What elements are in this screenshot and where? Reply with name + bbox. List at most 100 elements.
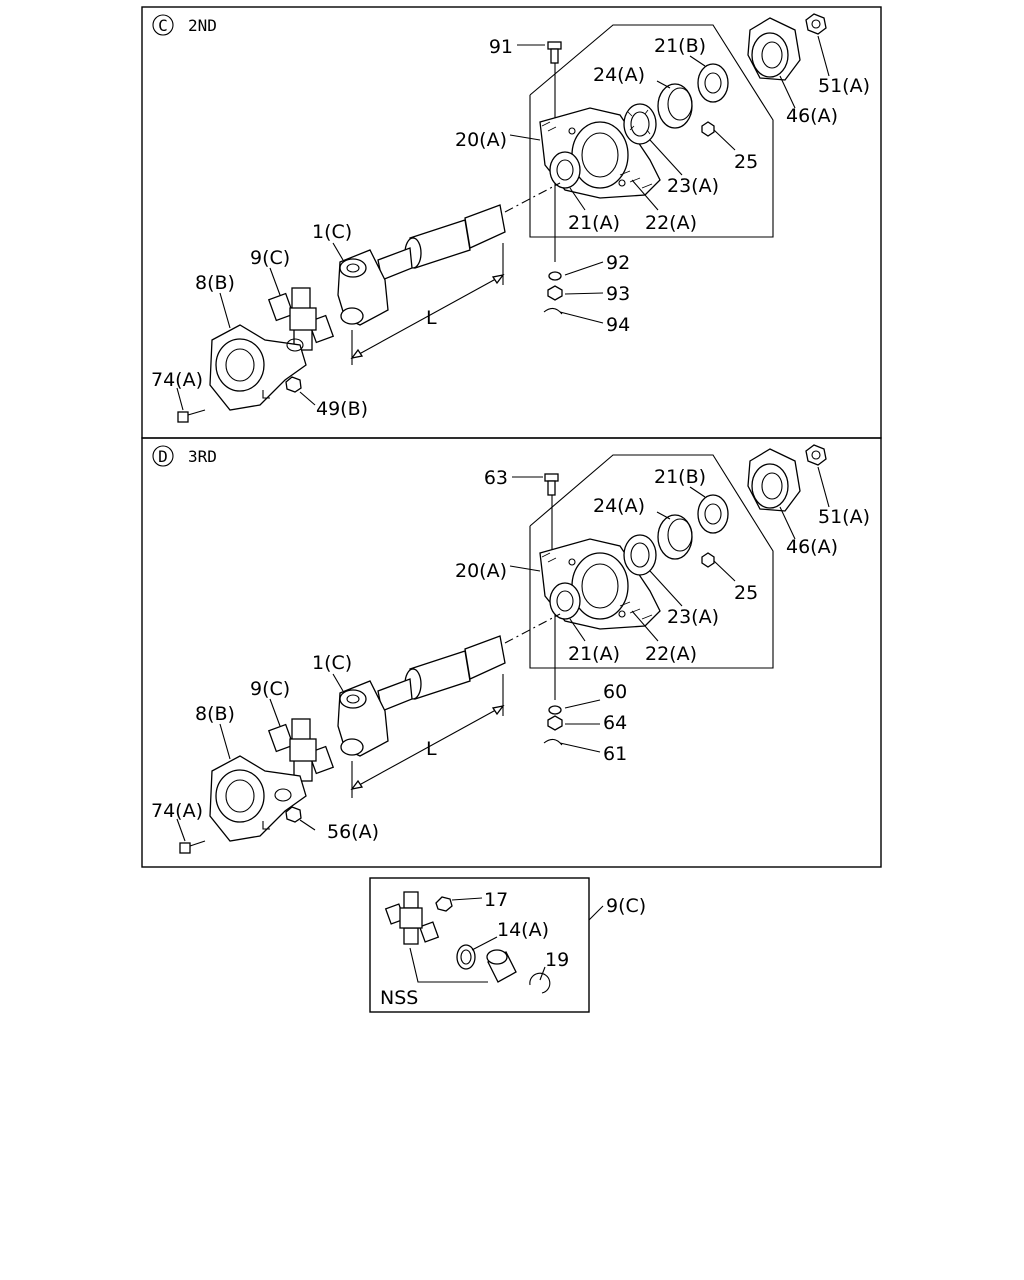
callout-51a: 51(A) xyxy=(818,75,870,97)
universal-joint-cross xyxy=(267,287,335,351)
flange-46a xyxy=(747,17,801,81)
l-bracket-mark xyxy=(262,390,270,399)
length-dimension xyxy=(350,243,505,365)
inset-universal-joint: 17 14(A) 19 NSS 9(C) xyxy=(369,877,646,1013)
nut-49b xyxy=(285,376,302,393)
callout-74a-3rd: 74(A) xyxy=(151,800,203,822)
callout-74a: 74(A) xyxy=(151,369,203,391)
panel-3rd-badge: D xyxy=(158,447,168,466)
callout-length-3rd: L xyxy=(426,738,437,760)
callout-46a-3rd: 46(A) xyxy=(786,536,838,558)
bearing-23a-3rd xyxy=(623,534,657,576)
nut-25-3rd xyxy=(701,552,715,568)
callout-92: 92 xyxy=(606,252,630,274)
callout-20a: 20(A) xyxy=(455,129,507,151)
flange-46a-3rd xyxy=(747,448,801,512)
propeller-shaft-3rd xyxy=(377,635,506,712)
bearing-assembly-outline-3rd xyxy=(529,454,774,669)
callout-25-3rd: 25 xyxy=(734,582,758,604)
nut-64 xyxy=(547,715,563,731)
inset-frame xyxy=(369,877,590,1013)
inset-title: 9(C) xyxy=(606,895,646,917)
grease-nipple-17 xyxy=(435,896,453,912)
callout-14a: 14(A) xyxy=(497,919,549,941)
bolt-63 xyxy=(544,473,559,556)
callout-51a-3rd: 51(A) xyxy=(818,506,870,528)
callout-91: 91 xyxy=(489,36,513,58)
bearing-cup xyxy=(486,949,517,983)
panel-2nd: C 2ND xyxy=(141,6,882,439)
callout-1c-3rd: 1(C) xyxy=(312,652,352,674)
callout-56a: 56(A) xyxy=(327,821,379,843)
inset-cross xyxy=(384,891,440,945)
callout-21a: 21(A) xyxy=(568,212,620,234)
callout-61: 61 xyxy=(603,743,627,765)
callout-23a: 23(A) xyxy=(667,175,719,197)
seal-21b xyxy=(697,63,729,103)
l-bracket-mark-3rd xyxy=(262,821,270,830)
propeller-shaft xyxy=(377,204,506,281)
panel-3rd-frame xyxy=(141,437,882,868)
snap-ring-19 xyxy=(529,972,551,994)
washer-92 xyxy=(548,271,562,281)
seal-21a xyxy=(549,151,581,189)
callout-nss: NSS xyxy=(380,987,418,1009)
callout-25: 25 xyxy=(734,151,758,173)
bolt-74a-3rd xyxy=(179,840,206,854)
cotter-pin-94 xyxy=(543,307,563,315)
panel-3rd: D 3RD xyxy=(141,437,882,868)
inset-leader-lines xyxy=(409,897,604,983)
universal-joint-cross-3rd xyxy=(267,718,335,782)
panel-2nd-title: 2ND xyxy=(188,16,217,35)
nut-51a xyxy=(805,13,827,35)
cover-24a-3rd xyxy=(657,514,693,560)
callout-60: 60 xyxy=(603,681,627,703)
bolt-91 xyxy=(547,41,562,125)
panel-2nd-badge: C xyxy=(158,16,168,35)
panel-2nd-badge-circle xyxy=(152,14,174,36)
yoke-1c-3rd xyxy=(337,680,389,757)
nut-25 xyxy=(701,121,715,137)
callout-21a-3rd: 21(A) xyxy=(568,643,620,665)
yoke-1c xyxy=(337,249,389,326)
flange-yoke-8b xyxy=(209,324,307,411)
bolt-74a xyxy=(177,409,206,423)
bearing-23a xyxy=(623,103,657,145)
callout-21b: 21(B) xyxy=(654,35,706,57)
panel-3rd-badge-circle xyxy=(152,445,174,467)
seal-21a-3rd xyxy=(549,582,581,620)
leader-lines xyxy=(176,35,830,411)
seal-21b-3rd xyxy=(697,494,729,534)
callout-94: 94 xyxy=(606,314,630,336)
washer-60 xyxy=(548,705,562,715)
callout-24a-3rd: 24(A) xyxy=(593,495,645,517)
callout-21b-3rd: 21(B) xyxy=(654,466,706,488)
callout-19: 19 xyxy=(545,949,569,971)
nut-51a-3rd xyxy=(805,444,827,466)
callout-17: 17 xyxy=(484,889,508,911)
seal-14a xyxy=(456,944,476,970)
callout-22a: 22(A) xyxy=(645,212,697,234)
shaft-axis-line xyxy=(504,182,561,213)
cotter-pin-61 xyxy=(543,738,563,746)
bearing-assembly-outline xyxy=(529,24,774,238)
callout-24a: 24(A) xyxy=(593,64,645,86)
callout-1c: 1(C) xyxy=(312,221,352,243)
callout-93: 93 xyxy=(606,283,630,305)
callout-length: L xyxy=(426,307,437,329)
callout-23a-3rd: 23(A) xyxy=(667,606,719,628)
nut-56a xyxy=(285,806,302,823)
callout-63: 63 xyxy=(484,467,508,489)
callout-49b: 49(B) xyxy=(316,398,368,420)
cover-24a xyxy=(657,83,693,129)
length-dimension-3rd xyxy=(350,674,505,798)
panel-3rd-title: 3RD xyxy=(188,447,217,466)
callout-20a-3rd: 20(A) xyxy=(455,560,507,582)
callout-46a: 46(A) xyxy=(786,105,838,127)
leader-lines-3rd xyxy=(176,466,830,842)
callout-8b: 8(B) xyxy=(195,272,235,294)
callout-9c-3rd: 9(C) xyxy=(250,678,290,700)
callout-8b-3rd: 8(B) xyxy=(195,703,235,725)
callout-22a-3rd: 22(A) xyxy=(645,643,697,665)
